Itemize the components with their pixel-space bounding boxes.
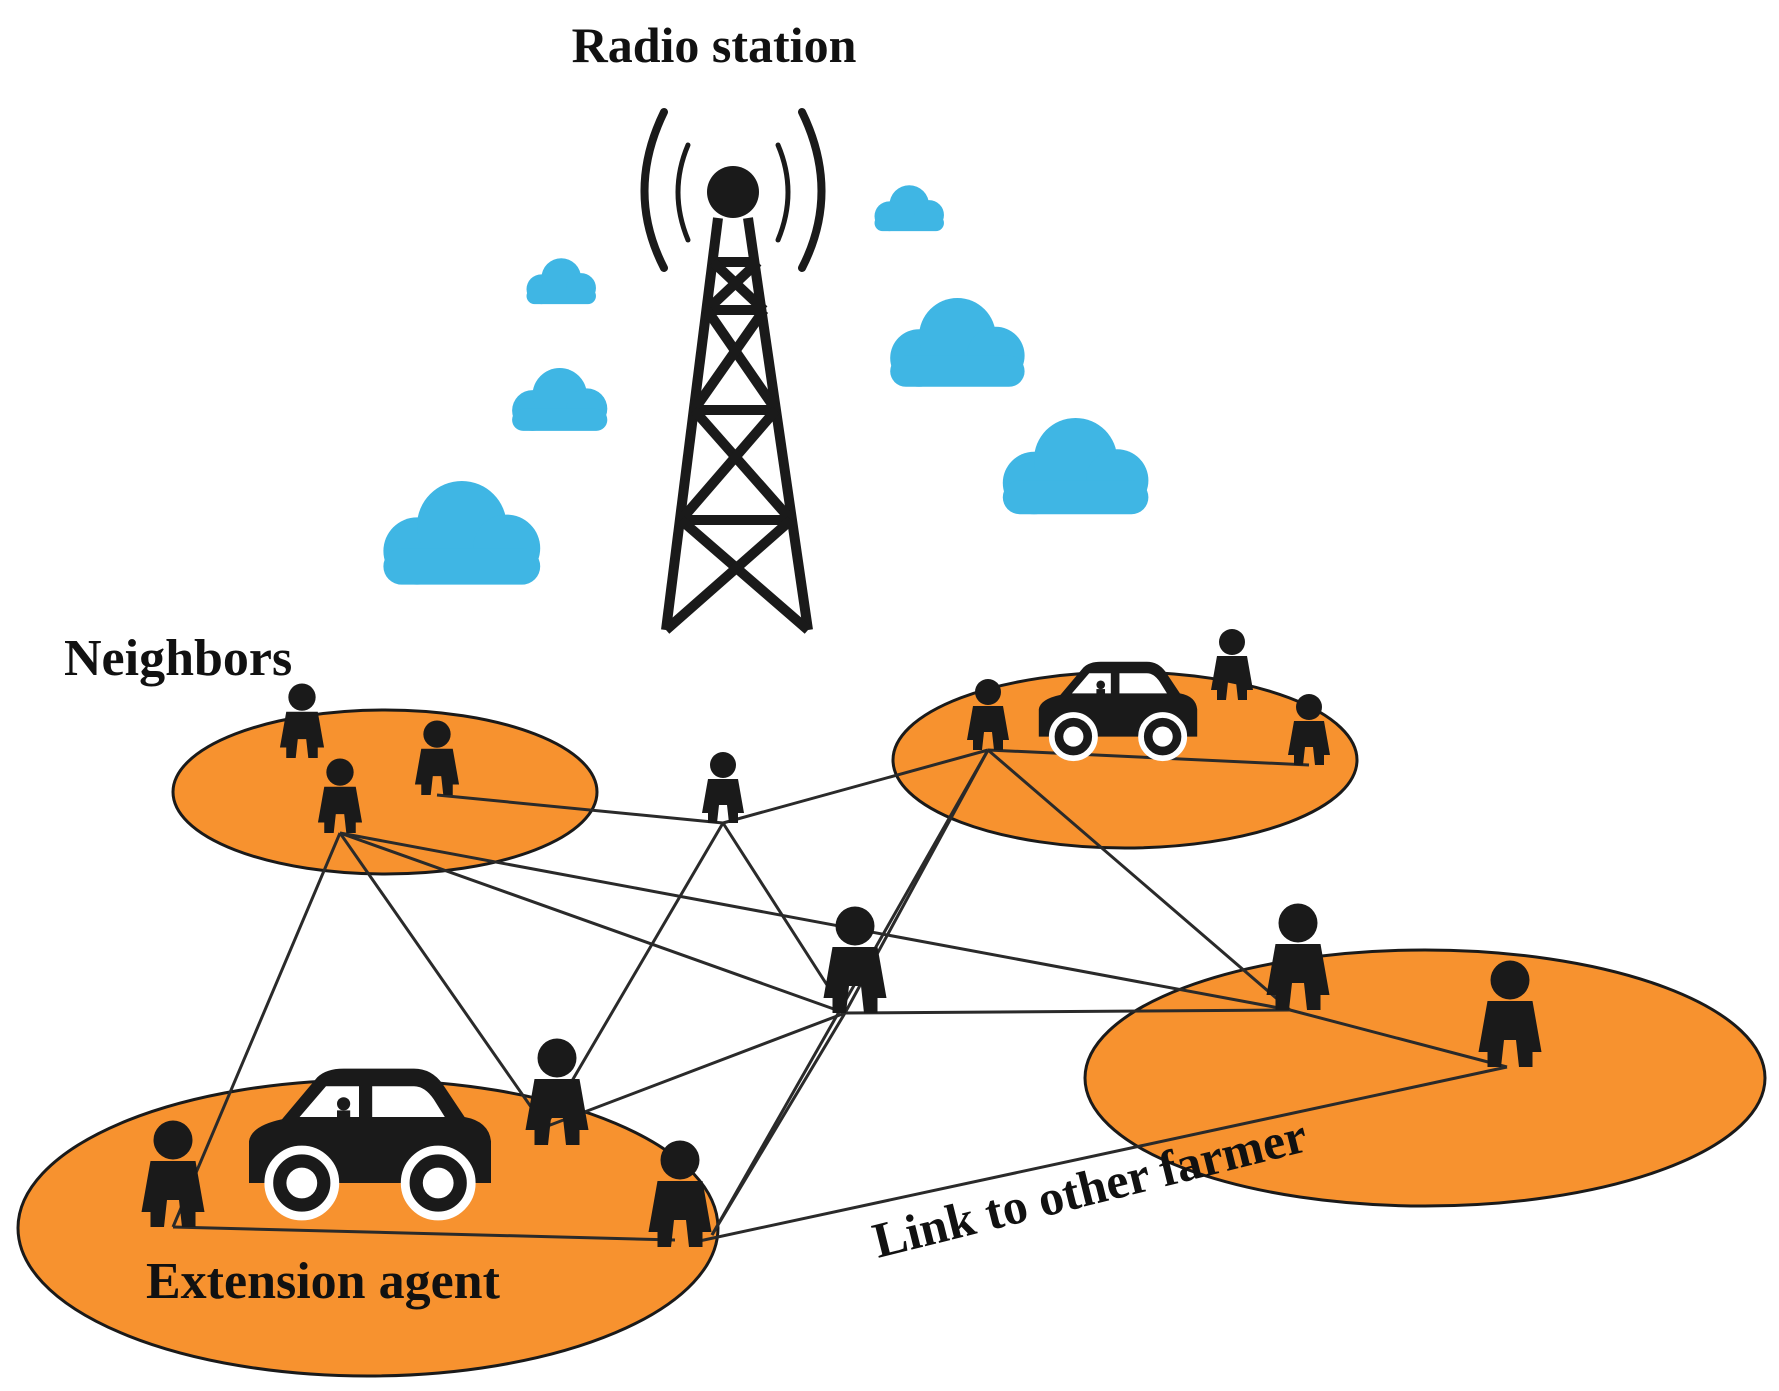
neighbors-label: Neighbors [64,630,292,687]
car-icon [249,1068,491,1221]
groups [16,670,1767,1378]
cloud-icon [874,185,944,232]
cloud-icon [526,258,596,305]
radio-station-label: Radio station [572,17,857,73]
cloud-icon [1002,418,1149,515]
cloud-icon [890,298,1025,387]
neighbors-group [171,708,599,876]
right-group [1083,948,1767,1208]
cloud-icon [512,368,608,431]
network-links [171,748,1508,1245]
car-icon [1038,661,1198,762]
cloud-icon [383,481,541,585]
radio-tower-icon [640,108,826,634]
person-icon [702,752,744,823]
extension-agent-label: Extension agent [146,1253,501,1310]
